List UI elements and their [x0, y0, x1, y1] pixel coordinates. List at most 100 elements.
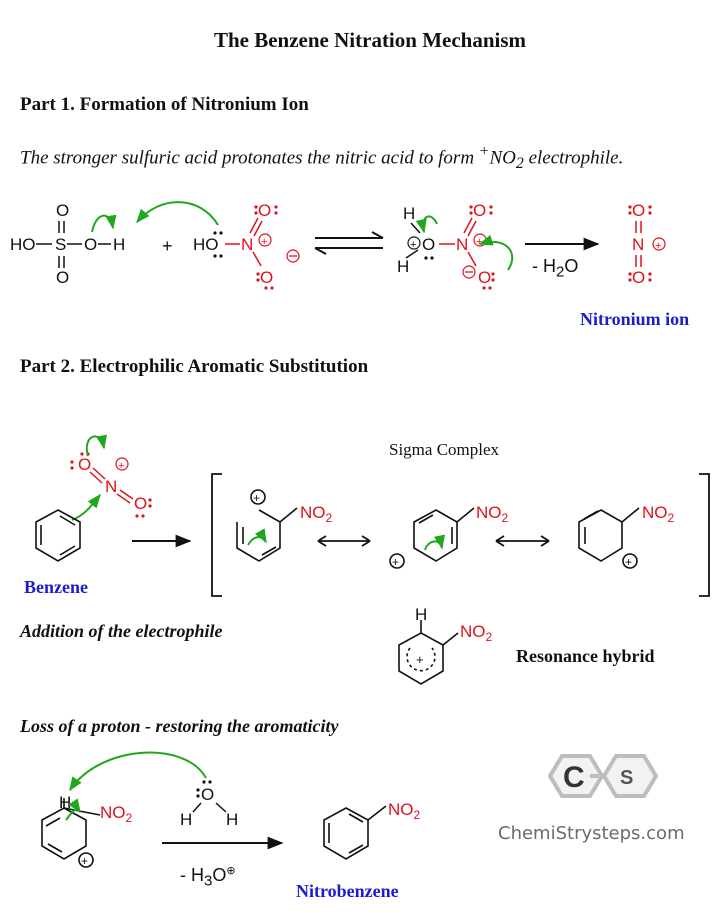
sigma2-no2: NO2 — [476, 503, 509, 525]
svg-text:H: H — [403, 204, 415, 223]
green-arrow-protonation — [136, 201, 219, 226]
svg-text:O: O — [78, 455, 91, 474]
hybrid-h: H — [415, 605, 427, 624]
svg-text:O: O — [258, 201, 271, 220]
sigma3-plus: + — [625, 555, 632, 569]
bracket-right — [699, 473, 710, 597]
svg-text:O: O — [422, 235, 435, 254]
green-arrow-oh-bond — [91, 214, 117, 233]
minus-h3o-plus: ⊕ — [226, 865, 236, 877]
minus-h3o-sub: 3 — [204, 872, 213, 890]
sigma1-plus: + — [253, 491, 260, 505]
caption-species: NO — [489, 147, 516, 169]
part1-caption: The stronger sulfuric acid protonates th… — [20, 143, 623, 173]
nitrobenzene-label: Nitrobenzene — [296, 881, 399, 901]
resonance-hybrid-label: Resonance hybrid — [516, 646, 655, 666]
svg-text:O: O — [84, 235, 97, 254]
svg-text:HO: HO — [193, 235, 219, 254]
part2-heading: Part 2. Electrophilic Aromatic Substitut… — [20, 356, 369, 377]
green-arrow-benzene-attack — [71, 493, 101, 521]
reactant-plus-sign: + — [162, 236, 173, 256]
water-base: O H H — [180, 780, 238, 829]
resonance-arrow-1 — [317, 535, 371, 547]
loss-of-proton-label: Loss of a proton - restoring the aromati… — [20, 716, 339, 736]
minus-hydronium-label: - H3O⊕ — [180, 864, 236, 890]
svg-text:N: N — [241, 235, 253, 254]
nitronium-ion-label: Nitronium ion — [580, 309, 690, 329]
sigma3-no2: NO2 — [642, 503, 675, 525]
final-sigma-plus: + — [81, 854, 88, 868]
nitrobenzene — [323, 805, 387, 860]
final-sigma-h: H — [59, 793, 71, 812]
green-arrow-water-leaving — [415, 215, 438, 234]
minus-water-label: - H2O — [532, 256, 578, 281]
site-name: ChemiStrysteps.com — [498, 823, 685, 844]
nitrobenzene-no2: NO2 — [388, 800, 421, 822]
svg-text:O: O — [260, 268, 273, 287]
sigma-complex-3 — [578, 507, 640, 569]
green-arrow-deprotonation — [69, 751, 207, 792]
addition-label: Addition of the electrophile — [20, 621, 223, 641]
green-arrow-no-bond — [85, 434, 108, 457]
logo-letter-c: C — [563, 761, 585, 794]
part1-heading: Part 1. Formation of Nitronium Ion — [20, 94, 309, 115]
svg-text:+: + — [118, 460, 124, 472]
svg-text:O: O — [473, 201, 486, 220]
electrophile-no2: O N + O — [70, 452, 152, 518]
sulfuric-acid: HO S O H O O — [10, 201, 125, 287]
sigma-complex-1 — [236, 489, 298, 562]
protonated-nitric-acid: H H O + N + O O — [397, 201, 495, 290]
svg-text:N: N — [456, 235, 468, 254]
caption-text-before: The stronger sulfuric acid protonates th… — [20, 147, 479, 169]
sigma-complex-2 — [389, 507, 475, 569]
benzene-label: Benzene — [24, 577, 88, 597]
logo-letter-s: S — [620, 767, 633, 789]
resonance-arrow-2 — [495, 535, 550, 547]
sigma-complex-label: Sigma Complex — [389, 440, 500, 459]
svg-text:+: + — [410, 239, 416, 251]
caption-text-after: electrophile. — [523, 147, 624, 169]
svg-text:S: S — [55, 235, 66, 254]
green-arrow-o-lone-pair — [478, 234, 514, 271]
final-sigma-no2: NO2 — [100, 803, 133, 825]
svg-text:+: + — [476, 236, 482, 248]
svg-text:H: H — [226, 810, 238, 829]
hybrid-no2: NO2 — [460, 622, 493, 644]
minus-h3o-h: - H — [180, 865, 204, 885]
minus-water-o: O — [564, 256, 579, 276]
benzene-ring — [35, 509, 81, 562]
svg-text:N: N — [105, 477, 117, 496]
caption-subscript: 2 — [515, 155, 524, 173]
svg-text:O: O — [632, 201, 645, 220]
green-arrow-resonance-2 — [424, 534, 446, 551]
hybrid-plus: + — [416, 652, 424, 667]
svg-text:O: O — [56, 268, 69, 287]
chemistrysteps-logo: C S — [547, 754, 659, 798]
svg-text:O: O — [134, 494, 147, 513]
svg-text:H: H — [180, 810, 192, 829]
svg-text:+: + — [655, 240, 661, 252]
svg-text:+: + — [261, 236, 267, 248]
minus-water-h: - H — [532, 256, 556, 276]
resonance-hybrid — [398, 620, 459, 685]
bracket-left — [211, 473, 222, 597]
svg-text:N: N — [632, 235, 644, 254]
svg-text:O: O — [632, 268, 645, 287]
caption-superscript: + — [478, 143, 490, 160]
svg-text:O: O — [56, 201, 69, 220]
svg-text:H: H — [113, 235, 125, 254]
sigma2-plus: + — [392, 555, 399, 569]
svg-text:O: O — [201, 785, 214, 804]
svg-text:H: H — [397, 257, 409, 276]
sigma1-no2: NO2 — [300, 503, 333, 525]
page-title: The Benzene Nitration Mechanism — [213, 28, 527, 52]
minus-h3o-o: O — [212, 865, 227, 885]
nitronium-ion: O N + O — [628, 201, 666, 287]
green-arrow-resonance-1 — [247, 528, 267, 546]
svg-text:HO: HO — [10, 235, 36, 254]
green-arrow-ch-bond — [65, 798, 81, 821]
minus-water-sub: 2 — [556, 263, 565, 281]
svg-text:O: O — [478, 268, 491, 287]
nitric-acid: HO N + O O — [193, 201, 300, 290]
